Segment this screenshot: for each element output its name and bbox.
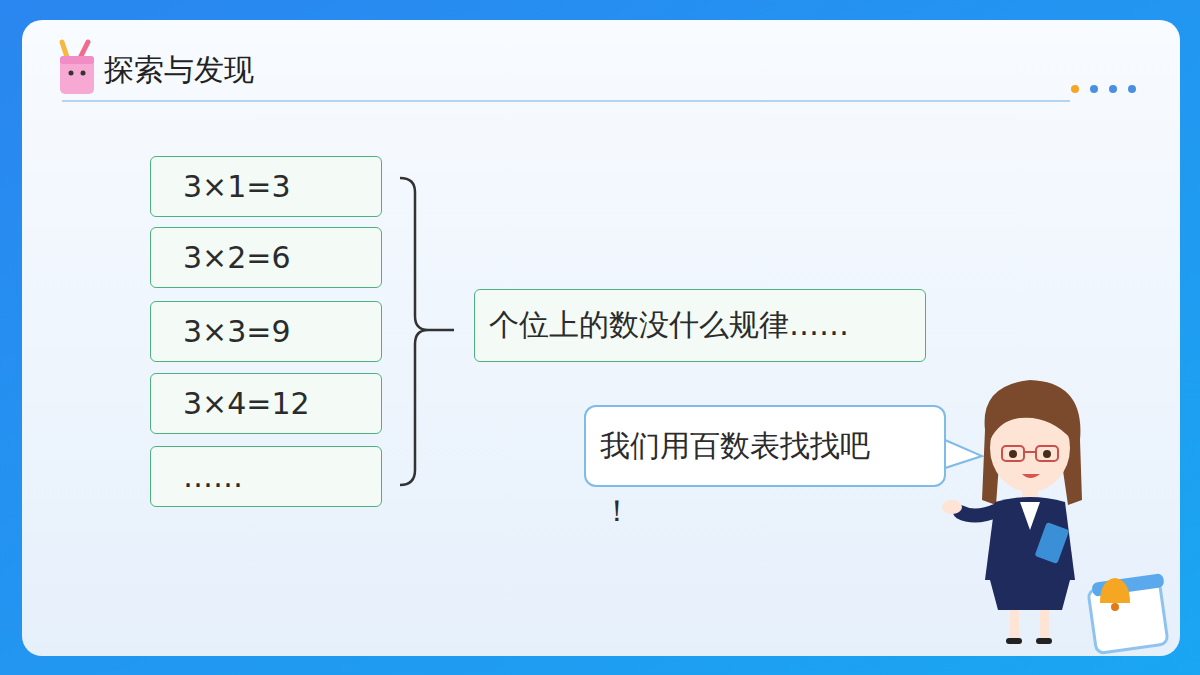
equation-box: 3×2=6 xyxy=(150,227,382,288)
bell-calendar-icon xyxy=(1088,573,1168,654)
trailing-text: ！ xyxy=(602,491,632,532)
speech-bubble: 我们用百数表找找吧！ xyxy=(584,405,946,487)
equation-box: …… xyxy=(150,446,382,507)
box-text: 个位上的数没什么规律…… xyxy=(489,305,849,346)
box-text: 3×2=6 xyxy=(183,240,291,275)
box-text: 3×3=9 xyxy=(183,314,291,349)
bubble-tail xyxy=(945,440,982,468)
box-text: 3×1=3 xyxy=(183,169,291,204)
panel xyxy=(22,20,1180,656)
equation-box: 3×4=12 xyxy=(150,373,382,434)
slide-title: 探索与发现 xyxy=(104,50,254,91)
equation-box: 3×1=3 xyxy=(150,156,382,217)
box-text: …… xyxy=(183,459,243,494)
box-text: 我们用百数表找找吧 xyxy=(600,426,870,467)
title-rule xyxy=(62,100,1070,102)
box-text: 3×4=12 xyxy=(183,386,310,421)
teacher-figure xyxy=(942,380,1082,644)
observation-box: 个位上的数没什么规律…… xyxy=(474,289,926,362)
equation-box: 3×3=9 xyxy=(150,301,382,362)
dots xyxy=(1071,85,1136,93)
brace xyxy=(400,178,454,485)
pencil-cup-icon xyxy=(60,42,94,94)
